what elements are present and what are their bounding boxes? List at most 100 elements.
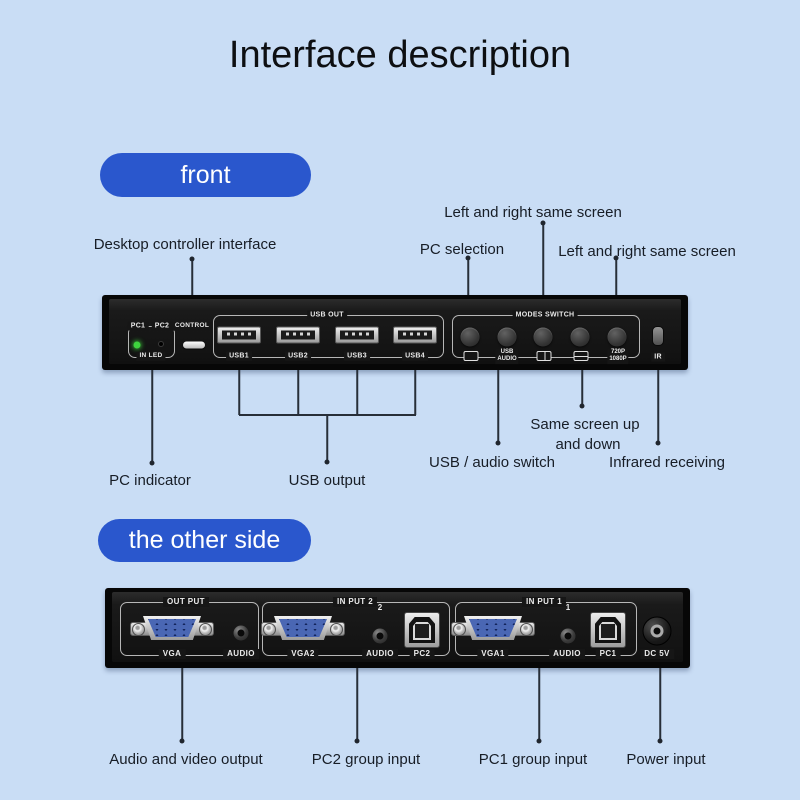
vga1-label: VGA1 [477, 649, 509, 659]
usb-out-label: USB OUT [307, 310, 347, 320]
single-screen-icon [463, 351, 479, 361]
front-section-badge: front [100, 153, 311, 197]
mode-button-split-lr [533, 327, 553, 347]
usb3-port [335, 326, 379, 344]
vga-screw-left [263, 622, 276, 636]
resolution-line2: 1080P [609, 356, 627, 362]
in-put-1-label: IN PUT 1 [521, 597, 567, 607]
callout-line [657, 370, 659, 441]
usb3-label: USB3 [344, 351, 370, 361]
callout-pc1-group-input: PC1 group input [478, 751, 588, 768]
audio2-jack [372, 628, 388, 644]
pc1-led [133, 341, 141, 349]
ir-label: IR [651, 352, 665, 362]
pc2-label: PC2 [409, 649, 435, 659]
usb2-label: USB2 [285, 351, 311, 361]
mode-button-pc-select [460, 327, 480, 347]
pc1-label: PC1 [127, 321, 149, 331]
callout-line [191, 261, 193, 297]
audio1-label: AUDIO [549, 649, 585, 659]
usb1-port [217, 326, 261, 344]
usb4-port [393, 326, 437, 344]
vga1-port [451, 615, 535, 641]
vga-pins [148, 619, 196, 637]
audio2-number: 2 [377, 603, 383, 612]
pc1-label: PC1 [595, 649, 621, 659]
callout-audio-video-output: Audio and video output [109, 751, 263, 768]
callout-pc2-group-input: PC2 group input [311, 751, 421, 768]
mode-button-resolution [607, 327, 627, 347]
modes-switch-label: MODES SWITCH [512, 310, 578, 320]
vga-label: VGA [158, 649, 186, 659]
vga-screw-right [199, 622, 212, 636]
callout-infrared-receiving: Infrared receiving [609, 454, 725, 471]
vga-pins [279, 619, 327, 637]
callout-desktop-controller-interface: Desktop controller interface [93, 236, 277, 253]
vga-out-port [130, 615, 214, 641]
callout-line [356, 668, 358, 739]
callout-dot [536, 738, 542, 744]
dc-5v-label: DC 5V [640, 649, 674, 659]
audio1-number: 1 [565, 603, 571, 612]
callout-line [356, 370, 358, 415]
page-title: Interface description [228, 34, 572, 76]
vga-screw-right [520, 622, 533, 636]
resolution-line1: 720P [610, 349, 626, 356]
mode-button-split-tb [570, 327, 590, 347]
audio-out-label: AUDIO [223, 649, 259, 659]
audio1-jack [560, 628, 576, 644]
vga-pins [469, 619, 517, 637]
callout-dot [579, 403, 585, 409]
callout-same-screen-up: Same screen up [530, 416, 640, 433]
back-panel: OUT PUT VGA AUDIO IN PUT 2 VGA2 2 AUDIO … [105, 588, 690, 668]
callout-line [238, 370, 240, 415]
vga-screw-left [453, 622, 466, 636]
callout-dot [613, 255, 619, 261]
usb-audio-line1: USB [500, 349, 514, 356]
pc2-usb-b-port [404, 612, 440, 648]
callout-usb-audio-switch: USB / audio switch [429, 454, 555, 471]
callout-dot [324, 459, 330, 465]
callout-line [414, 370, 416, 415]
pc1-usb-b-port [590, 612, 626, 648]
callout-pc-indicator: PC indicator [109, 472, 191, 489]
callout-line [181, 668, 183, 739]
usb4-label: USB4 [402, 351, 428, 361]
callout-dot [465, 255, 471, 261]
callout-line [542, 225, 544, 297]
vga2-label: VGA2 [287, 649, 319, 659]
callout-line [659, 668, 661, 739]
callout-line [538, 668, 540, 739]
usb1-label: USB1 [226, 351, 252, 361]
control-port [183, 341, 205, 349]
usb2-port [276, 326, 320, 344]
callout-dot [189, 256, 195, 262]
callout-line [615, 260, 617, 297]
vga2-port [261, 615, 345, 641]
out-put-label: OUT PUT [163, 597, 209, 607]
usb-b-tongue [599, 622, 617, 640]
split-top-bottom-icon [573, 351, 589, 361]
callout-dot [179, 738, 185, 744]
callout-line [151, 370, 153, 462]
callout-pc-selection: PC selection [419, 241, 505, 258]
callout-dot [495, 440, 501, 446]
back-section-badge: the other side [98, 519, 311, 562]
front-panel: PC1 PC2 IN LED CONTROL USB OUT USB1 USB2… [102, 295, 688, 370]
dc-power-jack [642, 616, 672, 646]
callout-dot [354, 738, 360, 744]
pc2-label: PC2 [151, 321, 173, 331]
callout-power-input: Power input [626, 751, 706, 768]
callout-dot [540, 220, 546, 226]
callout-line [297, 370, 299, 415]
audio-out-jack [233, 625, 249, 641]
callout-usb-output: USB output [288, 472, 366, 489]
callout-dot [657, 738, 663, 744]
callout-line [581, 370, 583, 404]
mode-button-usb-audio [497, 327, 517, 347]
split-left-right-icon [536, 351, 552, 361]
callout-line [497, 370, 499, 441]
